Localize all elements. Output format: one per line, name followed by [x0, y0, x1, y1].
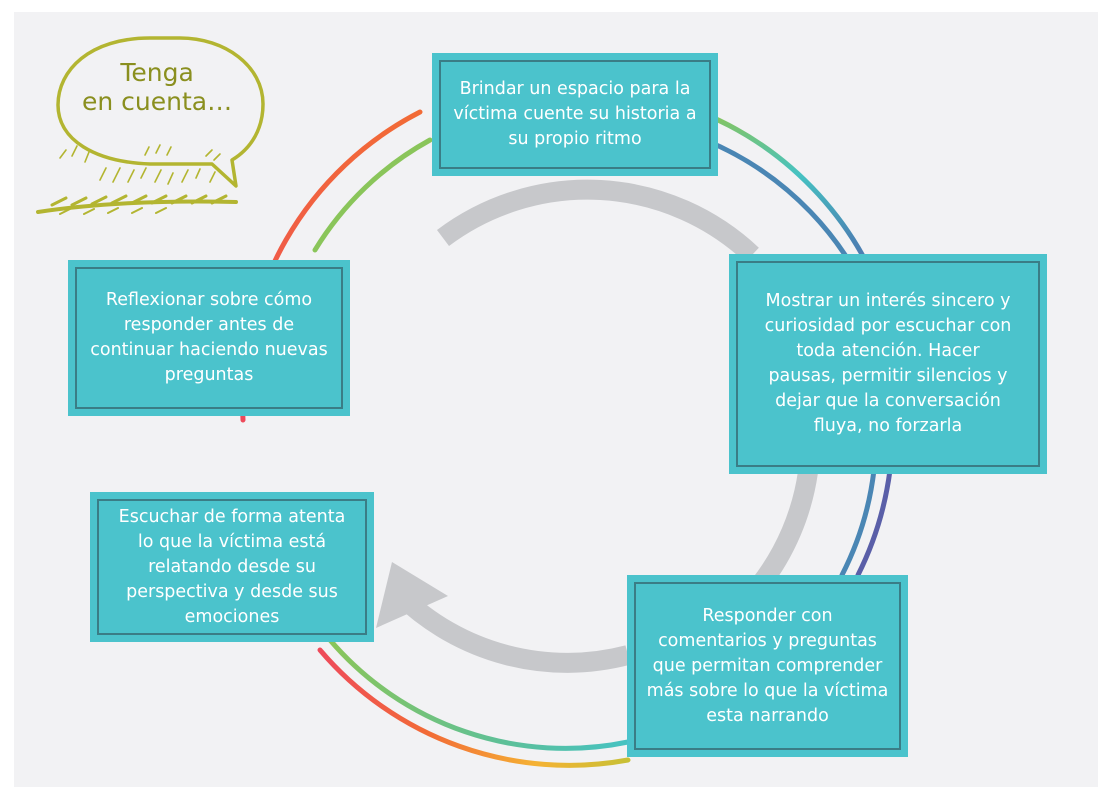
center-arrow-bottom [393, 587, 631, 673]
step-text-interes: Mostrar un interés sincero y curiosidad … [736, 261, 1040, 467]
center-arrow-top [436, 179, 759, 263]
ring-arc-inner-left [312, 137, 433, 253]
note-bubble [36, 36, 265, 215]
step-text-reflexionar: Reflexionar sobre cómo responder antes d… [75, 267, 343, 409]
ring-arc-inner-right2 [839, 467, 877, 578]
ring-arc-bottom [317, 647, 631, 768]
step-box-escuchar: Escuchar de forma atenta lo que la vícti… [90, 492, 374, 642]
step-text-escuchar: Escuchar de forma atenta lo que la vícti… [97, 499, 367, 635]
step-text-espacio: Brindar un espacio para la víctima cuent… [439, 60, 711, 169]
step-box-espacio: Brindar un espacio para la víctima cuent… [432, 53, 718, 176]
step-box-responder: Responder con comentarios y preguntas qu… [627, 575, 908, 757]
ring-arc-right [855, 467, 893, 578]
center-arrow-right [752, 470, 818, 592]
step-box-reflexionar: Reflexionar sobre cómo responder antes d… [68, 260, 350, 416]
note-title: Tenga en cuenta… [82, 58, 233, 116]
ring-arc-inner-bottom [327, 637, 631, 751]
step-box-interes: Mostrar un interés sincero y curiosidad … [729, 254, 1047, 474]
center-arrow-head [376, 562, 448, 628]
step-text-responder: Responder con comentarios y preguntas qu… [634, 582, 901, 750]
